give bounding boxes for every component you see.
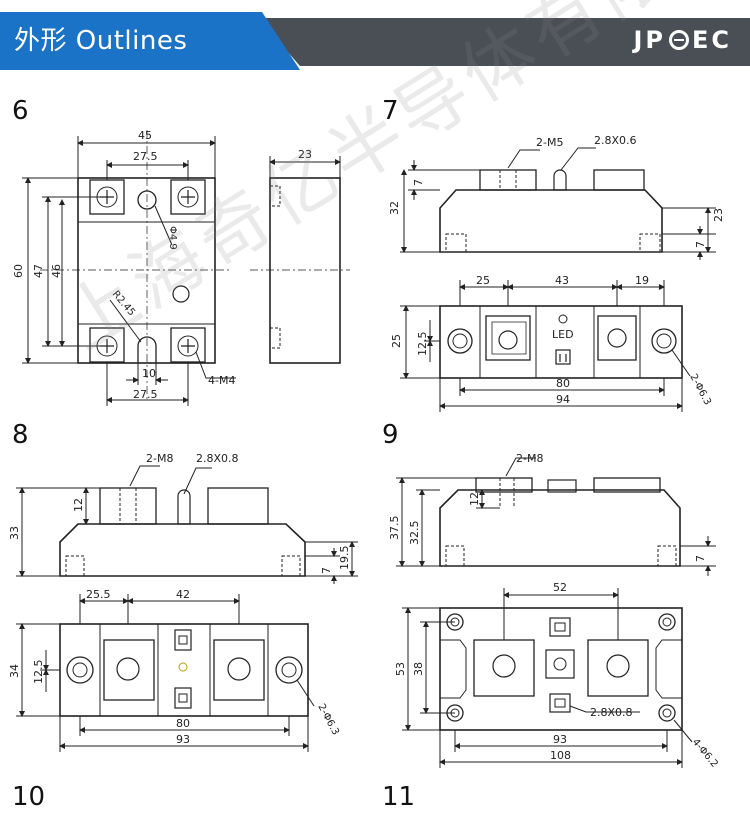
logo-mark-icon xyxy=(668,30,689,50)
fig7-dim-94: 94 xyxy=(556,393,570,406)
fig6-dim-46: 46 xyxy=(50,264,63,278)
fig8-dim-12-5: 12.5 xyxy=(32,660,45,685)
fig7-dim-25-height: 25 xyxy=(390,334,403,348)
fig7-dim-80: 80 xyxy=(556,377,570,390)
fig8-dim-7: 7 xyxy=(320,567,333,574)
fig7-screw-spec: 2-M5 xyxy=(536,136,563,149)
page-title: 外形 Outlines xyxy=(14,26,188,56)
fig9-top-body xyxy=(439,607,683,731)
fig9-dim-52: 52 xyxy=(553,581,567,594)
fig7-dim-25: 25 xyxy=(476,274,490,287)
fig6-body-outline xyxy=(77,177,216,364)
fig7-top-body xyxy=(439,305,683,379)
fig8-dim-25-5: 25.5 xyxy=(86,588,111,601)
figure-number-7: 7 xyxy=(382,96,399,126)
fig8-dim-19-5: 19.5 xyxy=(338,546,351,571)
fig9-dim-32-5: 32.5 xyxy=(408,521,421,546)
fig6-dim-27-5-bottom: 27.5 xyxy=(133,388,158,401)
fig7-dim-23: 23 xyxy=(712,208,725,222)
fig7-dim-43: 43 xyxy=(555,274,569,287)
figure-number-8: 8 xyxy=(12,420,29,450)
fig6-dim-radius: R2.45 xyxy=(110,289,137,318)
fig7-tab-spec: 2.8X0.6 xyxy=(594,134,637,147)
figure-number-6: 6 xyxy=(12,96,29,126)
fig8-tab-spec: 2.8X0.8 xyxy=(196,452,239,465)
brand-logo: JP EC xyxy=(633,26,732,54)
fig6-side-view xyxy=(269,177,341,364)
fig9-dim-37-5: 37.5 xyxy=(388,516,401,541)
fig7-side-body xyxy=(439,189,663,253)
fig6-dim-10: 10 xyxy=(142,367,156,380)
fig9-mount-hole xyxy=(658,704,676,722)
figure-9-drawing xyxy=(396,457,716,768)
fig8-mount-hole-right xyxy=(275,656,303,684)
fig7-dim-7-bottom: 7 xyxy=(694,241,707,248)
fig9-dim-7: 7 xyxy=(694,555,707,562)
figure-6-drawing xyxy=(22,130,350,406)
fig9-dim-53: 53 xyxy=(394,662,407,676)
fig6-side-dim-23: 23 xyxy=(298,148,312,161)
figure-6-labels: 45 27.5 Φ4.9 60 47 46 R2.45 10 27.5 4-M4… xyxy=(12,129,312,401)
header-banner: 外形 Outlines JP EC xyxy=(0,0,750,72)
fig7-dim-7-top: 7 xyxy=(412,179,425,186)
fig9-tab-spec: 2.8X0.8 xyxy=(590,706,633,719)
fig8-dim-34: 34 xyxy=(8,664,21,678)
fig9-dim-38: 38 xyxy=(412,662,425,676)
fig8-dim-80: 80 xyxy=(176,717,190,730)
fig7-led-label: LED xyxy=(552,328,574,341)
fig9-screw-spec: 2-M8 xyxy=(516,452,543,465)
fig6-dim-phi: Φ4.9 xyxy=(167,226,178,250)
figure-number-9: 9 xyxy=(382,420,399,450)
fig6-dim-45: 45 xyxy=(138,129,152,142)
fig6-dim-27-5: 27.5 xyxy=(133,150,158,163)
fig9-dim-108: 108 xyxy=(550,749,571,762)
fig6-dim-47: 47 xyxy=(32,264,45,278)
fig9-dim-93: 93 xyxy=(553,733,567,746)
fig8-dim-12: 12 xyxy=(72,498,85,512)
fig7-dim-12-5: 12.5 xyxy=(416,332,429,357)
fig9-hole-spec: 4-Φ6.2 xyxy=(690,737,720,770)
figure-8-drawing xyxy=(16,465,358,752)
fig6-screw-spec: 4-M4 xyxy=(208,374,235,387)
fig7-mount-hole-right xyxy=(651,328,677,354)
fig8-dim-93: 93 xyxy=(176,733,190,746)
figure-7-drawing xyxy=(400,147,716,412)
figure-7-labels: 2-M5 2.8X0.6 7 32 23 7 25 43 19 25 12.5 … xyxy=(388,134,725,407)
logo-text-right: EC xyxy=(691,26,732,54)
fig7-mount-hole-left xyxy=(447,328,473,354)
fig8-side-body xyxy=(59,523,306,577)
figure-number-10: 10 xyxy=(12,782,46,812)
figure-number-11: 11 xyxy=(382,782,416,812)
fig6-dim-60: 60 xyxy=(12,264,25,278)
fig9-dim-12: 12 xyxy=(468,492,481,506)
fig8-screw-spec: 2-M8 xyxy=(146,452,173,465)
fig8-dim-42: 42 xyxy=(176,588,190,601)
header-background xyxy=(0,12,750,70)
fig7-hole-spec: 2-Φ6.3 xyxy=(687,372,713,407)
fig8-dim-33: 33 xyxy=(8,526,21,540)
fig8-hole-spec: 2-Φ6.3 xyxy=(315,702,341,737)
fig7-dim-19: 19 xyxy=(635,274,649,287)
fig8-mount-hole-left xyxy=(66,656,94,684)
figure-9-labels: 2-M8 37.5 32.5 12 7 52 53 38 2.8X0.8 93 … xyxy=(388,452,720,770)
logo-text-left: JP xyxy=(633,26,666,54)
fig7-dim-32: 32 xyxy=(388,201,401,215)
